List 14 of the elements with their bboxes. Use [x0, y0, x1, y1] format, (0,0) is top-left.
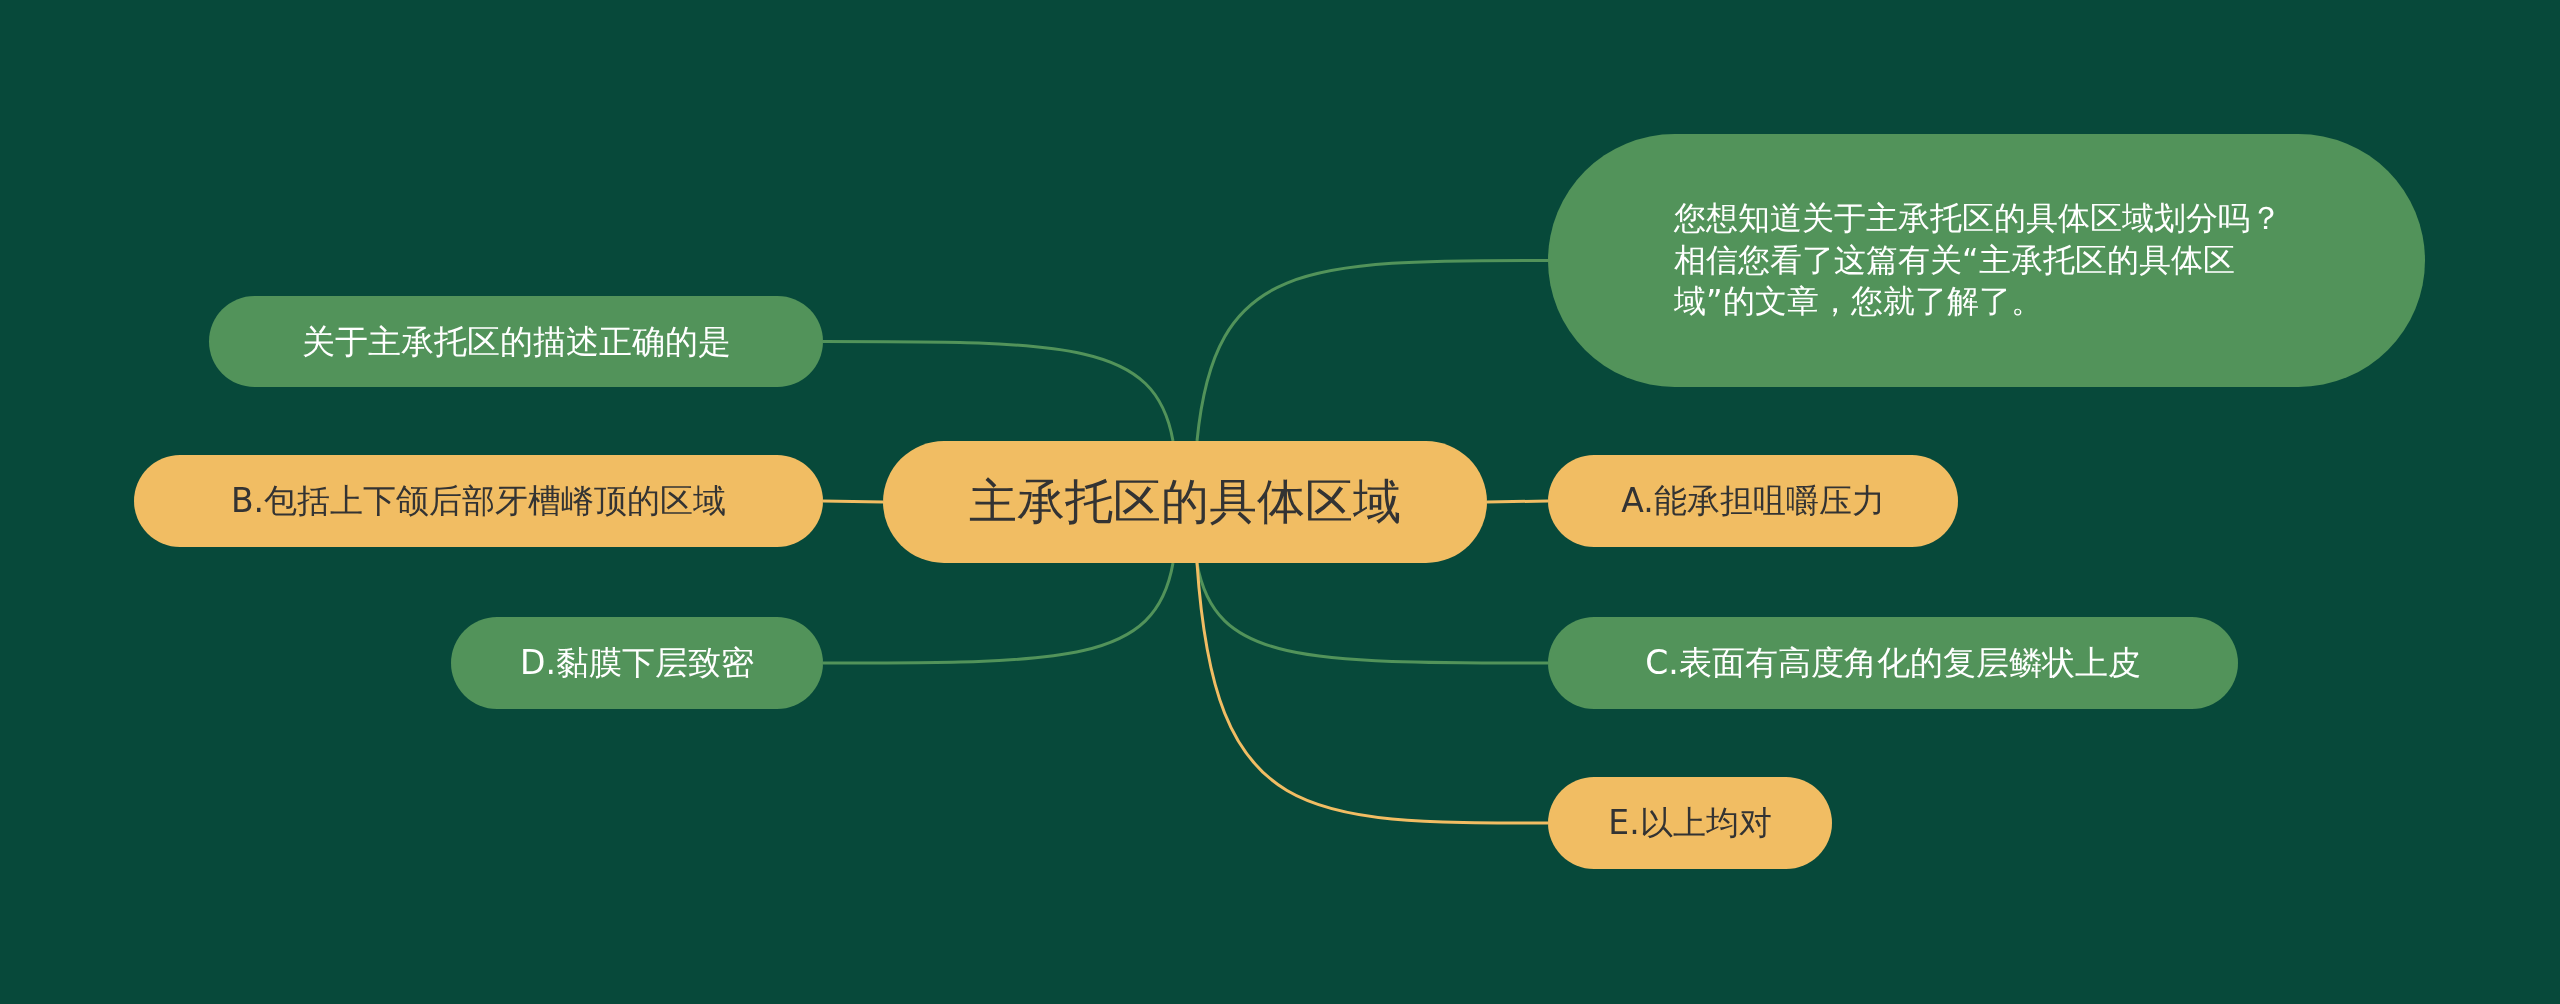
topic-text: 您想知道关于主承托区的具体区域划分吗？相信您看了这篇有关“主承托区的具体区域”的文章，您就了解了。: [1674, 198, 2283, 323]
connector-line: [1486, 499, 1549, 504]
connector-line: [823, 562, 1175, 665]
topic-text: D.黏膜下层致密: [520, 643, 754, 683]
connector-line: [822, 499, 884, 504]
connector-line: [823, 340, 1175, 442]
connector-line: [1195, 259, 1548, 442]
topic-text: 关于主承托区的描述正确的是: [301, 321, 731, 362]
topic-text: 主承托区的具体区域: [969, 473, 1401, 531]
topic-text: E.以上均对: [1608, 803, 1772, 843]
topic-text: C.表面有高度角化的复层鳞状上皮: [1645, 643, 2141, 683]
topic-text: B.包括上下颌后部牙槽嵴顶的区域: [230, 481, 727, 521]
topic-text: A.能承担咀嚼压力: [1621, 481, 1885, 521]
connector-line: [1195, 562, 1548, 825]
